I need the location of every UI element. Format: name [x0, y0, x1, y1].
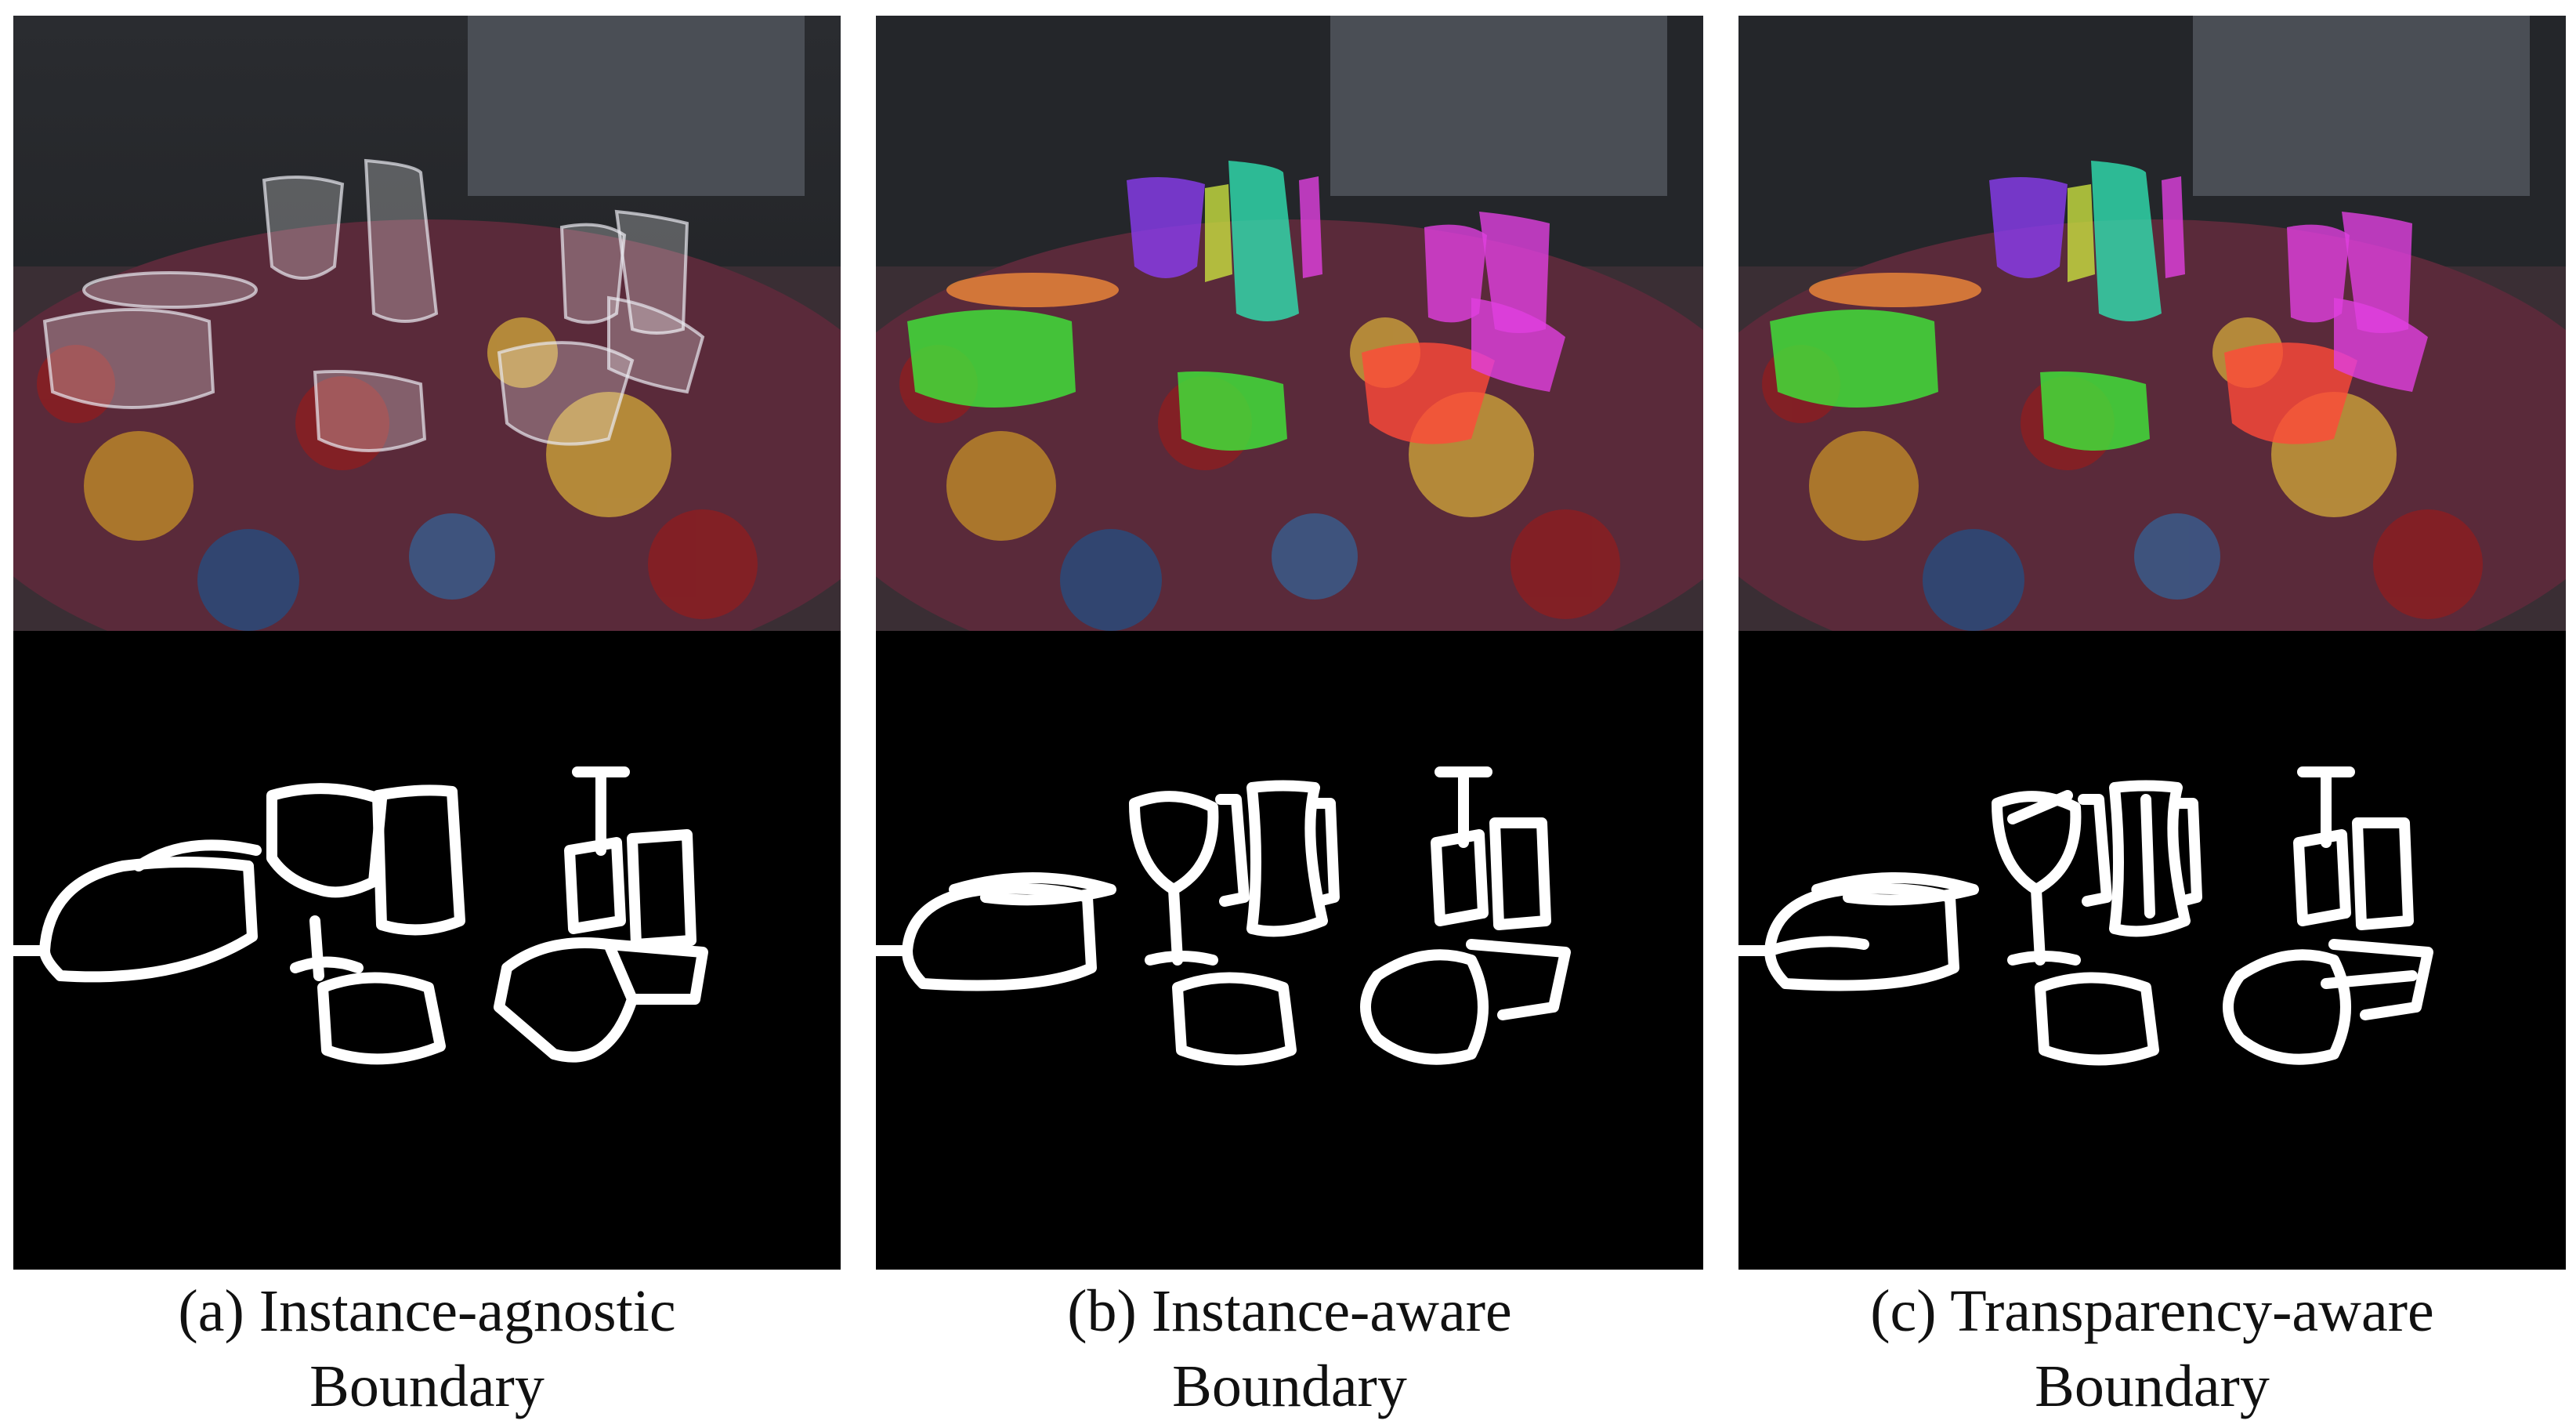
scene-photo-c [1738, 16, 2566, 631]
scene-photo-a [13, 16, 841, 631]
scene-photo-b [876, 16, 1703, 631]
boundary-mask-a [13, 631, 841, 1270]
caption-b-line1: (b) Instance-aware [1067, 1278, 1512, 1344]
caption-b: (b) Instance-aware Boundary [845, 1274, 1735, 1424]
caption-a-line1: (a) Instance-agnostic [178, 1278, 676, 1344]
scene-image-c [1738, 16, 2566, 631]
caption-c-line2: Boundary [2035, 1353, 2270, 1419]
caption-a-line2: Boundary [309, 1353, 545, 1419]
boundary-drawing-a [13, 766, 708, 1065]
boundary-mask-b [876, 631, 1703, 1270]
caption-b-line2: Boundary [1172, 1353, 1407, 1419]
boundary-mask-c [1738, 631, 2566, 1270]
caption-c: (c) Transparency-aware Boundary [1707, 1274, 2576, 1424]
scene-image-b [876, 16, 1703, 631]
scene-image-a [13, 16, 841, 631]
caption-c-line1: (c) Transparency-aware [1870, 1278, 2434, 1344]
boundary-drawing-c [1738, 766, 2433, 1066]
caption-a: (a) Instance-agnostic Boundary [0, 1274, 872, 1424]
boundary-drawing-b [876, 766, 1571, 1066]
